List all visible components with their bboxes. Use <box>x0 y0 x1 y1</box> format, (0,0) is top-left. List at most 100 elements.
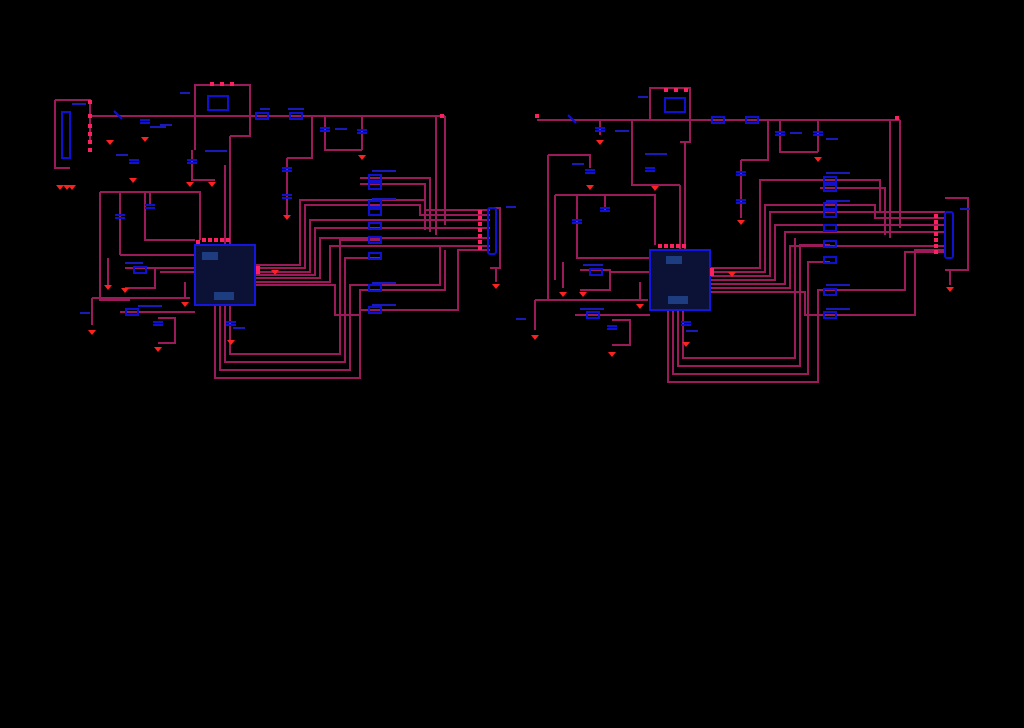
resistor <box>368 174 382 182</box>
ground-symbol <box>559 292 567 297</box>
resistor <box>368 182 382 190</box>
wire <box>555 194 656 245</box>
label-mark <box>205 150 227 152</box>
ground-symbol <box>56 185 64 190</box>
connector-right-b <box>944 211 954 259</box>
label-mark <box>506 206 516 208</box>
label-mark <box>335 128 347 130</box>
pin-marker <box>934 238 938 242</box>
pin-marker <box>88 114 92 118</box>
pin-marker <box>88 148 92 152</box>
resistor <box>368 306 382 314</box>
ground-symbol <box>492 284 500 289</box>
pin-marker <box>88 140 92 144</box>
ground-symbol <box>88 330 96 335</box>
resistor <box>368 236 382 244</box>
pin-marker <box>214 238 218 242</box>
label-mark <box>288 108 304 110</box>
label-mark <box>516 318 526 320</box>
connector-right-a <box>487 207 497 255</box>
pin-marker <box>202 238 206 242</box>
ground-symbol <box>608 352 616 357</box>
resistor <box>368 284 382 292</box>
ground-symbols <box>56 137 954 357</box>
switch <box>567 114 577 124</box>
resistor <box>289 112 303 120</box>
label-mark <box>150 126 166 128</box>
pin-marker <box>208 238 212 242</box>
wire <box>631 120 680 186</box>
pin-marker <box>226 238 230 242</box>
pin-marker <box>934 226 938 230</box>
ground-symbol <box>227 340 235 345</box>
ic-a-label <box>202 252 218 260</box>
pin-marker <box>210 82 214 86</box>
wire <box>667 251 945 383</box>
pin-marker <box>674 88 678 92</box>
pin-marker <box>478 234 482 238</box>
resistor <box>255 112 269 120</box>
pin-marker <box>196 240 200 244</box>
ground-symbol <box>737 220 745 225</box>
ground-symbol <box>596 140 604 145</box>
connector-left-a <box>61 111 71 159</box>
pin-marker <box>934 220 938 224</box>
wire <box>255 204 490 269</box>
pin-marker <box>478 246 482 250</box>
pin-marker <box>440 114 444 118</box>
wire <box>710 224 945 281</box>
resistor <box>823 202 837 210</box>
ground-symbol <box>68 185 76 190</box>
ground-symbol <box>181 302 189 307</box>
label-mark <box>372 170 396 172</box>
pin-marker <box>934 250 938 254</box>
ground-symbol <box>208 182 216 187</box>
resistor <box>368 222 382 230</box>
pin-marker <box>256 270 260 274</box>
label-mark <box>116 154 128 156</box>
label-mark <box>138 305 162 307</box>
label-mark <box>960 208 970 210</box>
resistor <box>823 288 837 296</box>
wire <box>255 245 490 283</box>
pin-marker <box>230 82 234 86</box>
wire <box>255 199 490 266</box>
pin-marker <box>676 244 680 248</box>
ground-symbol <box>283 215 291 220</box>
wire <box>945 197 969 271</box>
resistor <box>711 116 725 124</box>
resistor <box>823 224 837 232</box>
pin-marker <box>220 238 224 242</box>
wire <box>548 154 591 168</box>
wire <box>779 120 818 153</box>
wire <box>100 191 201 240</box>
ground-symbol <box>651 186 659 191</box>
regulator-a <box>207 95 229 111</box>
label-mark <box>826 200 850 202</box>
right-components <box>649 97 954 311</box>
ground-symbol <box>682 342 690 347</box>
pin-marker <box>256 266 260 270</box>
resistor <box>368 200 382 208</box>
wire <box>99 192 130 301</box>
label-mark <box>125 262 143 264</box>
pin-marker <box>478 222 482 226</box>
label-mark <box>72 103 86 105</box>
wire <box>710 211 945 277</box>
pin-marker <box>682 244 686 248</box>
label-mark <box>645 153 667 155</box>
ground-symbol <box>129 178 137 183</box>
pin-marker <box>88 100 92 104</box>
wire <box>710 204 945 273</box>
label-mark <box>826 284 850 286</box>
ground-symbol <box>814 157 822 162</box>
wire <box>710 291 820 316</box>
resistor <box>125 308 139 316</box>
resistor <box>823 256 837 264</box>
wire <box>649 87 691 143</box>
pin-marker <box>664 88 668 92</box>
pin-marker <box>664 244 668 248</box>
ground-symbol <box>946 287 954 292</box>
pin-marker <box>934 244 938 248</box>
